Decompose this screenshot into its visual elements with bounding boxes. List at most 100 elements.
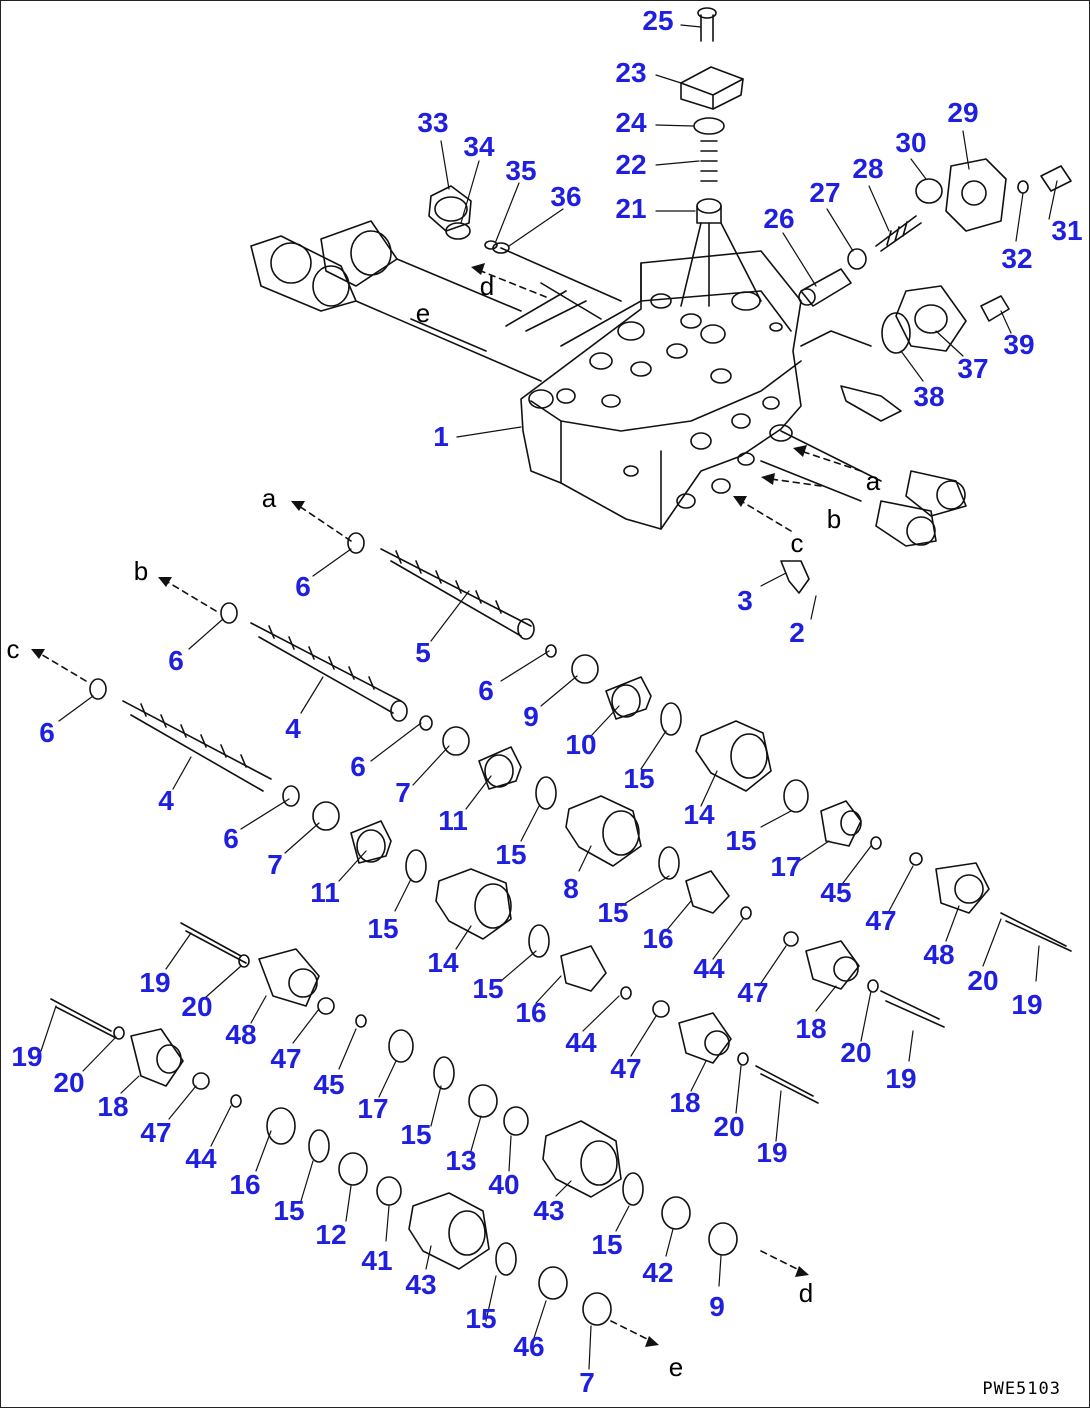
callout-13: 43 bbox=[405, 1269, 437, 1300]
right-mid-parts bbox=[658, 779, 1072, 1028]
callout-43: 42 bbox=[642, 1257, 674, 1288]
callout-48: 48 bbox=[225, 1019, 257, 1050]
callout-46: 40 bbox=[488, 1169, 520, 1200]
right-parts bbox=[760, 158, 1072, 594]
flow-letter-c: c bbox=[6, 634, 20, 664]
spool-row-c bbox=[89, 678, 512, 940]
centre-parts bbox=[528, 924, 819, 1104]
callout-19: 19 bbox=[1011, 989, 1043, 1020]
callout-6: 6 bbox=[478, 675, 494, 706]
drawing-code: PWE5103 bbox=[982, 1379, 1061, 1399]
callout-6: 6 bbox=[350, 751, 366, 782]
callout-20: 20 bbox=[181, 991, 213, 1022]
callout-47: 47 bbox=[737, 977, 769, 1008]
callout-11: 11 bbox=[310, 877, 340, 908]
callout-20: 20 bbox=[840, 1037, 872, 1068]
flow-letter-d: d bbox=[798, 1278, 814, 1308]
callout-10: 10 bbox=[565, 729, 597, 760]
callout-45: 45 bbox=[820, 877, 852, 908]
callout-13: 43 bbox=[533, 1195, 565, 1226]
callout-11: 11 bbox=[438, 805, 468, 836]
flow-arrows bbox=[38, 270, 862, 1342]
callout-19: 19 bbox=[885, 1063, 917, 1094]
callout-20: 20 bbox=[967, 965, 999, 996]
valve-body bbox=[520, 250, 802, 530]
callout-25: 25 bbox=[642, 5, 674, 36]
callout-7: 7 bbox=[395, 777, 411, 808]
callout-40: 12 bbox=[315, 1219, 347, 1250]
callout-47: 47 bbox=[865, 905, 897, 936]
callout-20: 20 bbox=[713, 1111, 745, 1142]
callout-12: 41 bbox=[361, 1245, 393, 1276]
callout-22: 22 bbox=[615, 149, 647, 180]
callout-6: 6 bbox=[168, 645, 184, 676]
flow-letter-b: b bbox=[826, 504, 842, 534]
callout-8: 8 bbox=[563, 873, 579, 904]
callout-6: 6 bbox=[295, 571, 311, 602]
callout-45: 45 bbox=[313, 1069, 345, 1100]
callout-31: 31 bbox=[1051, 215, 1083, 246]
callout-19: 19 bbox=[756, 1137, 788, 1168]
callout-16: 16 bbox=[229, 1169, 261, 1200]
callout-21: 21 bbox=[615, 193, 647, 224]
callout-6: 6 bbox=[39, 717, 55, 748]
callout-15: 15 bbox=[495, 839, 527, 870]
callout-17: 17 bbox=[770, 851, 802, 882]
callout-19: 19 bbox=[139, 967, 171, 998]
callout-4: 4 bbox=[158, 785, 174, 816]
spool-row-a bbox=[347, 532, 772, 792]
callout-34: 34 bbox=[463, 131, 495, 162]
callout-47: 47 bbox=[610, 1053, 642, 1084]
callout-14: 14 bbox=[427, 947, 459, 978]
callout-15: 15 bbox=[591, 1229, 623, 1260]
callout-18: 18 bbox=[669, 1087, 701, 1118]
callout-7: 7 bbox=[267, 849, 283, 880]
callout-28: 28 bbox=[852, 153, 884, 184]
callout-15: 15 bbox=[400, 1119, 432, 1150]
callout-20: 20 bbox=[53, 1067, 85, 1098]
callout-23: 23 bbox=[615, 57, 647, 88]
flow-letter-a: a bbox=[865, 466, 881, 496]
callout-18: 18 bbox=[97, 1091, 129, 1122]
flow-letter-a: a bbox=[261, 483, 277, 513]
callout-18: 18 bbox=[795, 1013, 827, 1044]
callout-15: 15 bbox=[367, 913, 399, 944]
callout-32: 32 bbox=[1001, 243, 1033, 274]
callout-16: 16 bbox=[515, 997, 547, 1028]
callout-38: 38 bbox=[913, 381, 945, 412]
callout-35: 35 bbox=[505, 155, 537, 186]
callout-9: 9 bbox=[523, 701, 539, 732]
top-stack bbox=[680, 7, 762, 307]
flow-letter-d: d bbox=[479, 271, 495, 301]
callout-37: 37 bbox=[957, 353, 989, 384]
leader-lines bbox=[40, 24, 1058, 1370]
callout-29: 29 bbox=[947, 97, 979, 128]
callout-33: 33 bbox=[417, 107, 449, 138]
flow-letter-b: b bbox=[133, 556, 149, 586]
callout-42: 46 bbox=[513, 1331, 545, 1362]
callout-41: 13 bbox=[445, 1145, 477, 1176]
spool-row-b bbox=[220, 602, 642, 867]
lower-left-parts bbox=[50, 922, 455, 1163]
callout-30: 30 bbox=[895, 127, 927, 158]
callout-15: 15 bbox=[472, 973, 504, 1004]
callout-15: 15 bbox=[725, 825, 757, 856]
callout-3: 3 bbox=[737, 585, 753, 616]
callout-44: 44 bbox=[185, 1143, 217, 1174]
callout-6: 6 bbox=[223, 823, 239, 854]
callout-15: 15 bbox=[273, 1195, 305, 1226]
flow-letter-c: c bbox=[790, 528, 804, 558]
callout-4: 4 bbox=[285, 713, 301, 744]
bottom-parts bbox=[338, 1084, 738, 1326]
callout-47: 47 bbox=[140, 1117, 172, 1148]
callout-27: 27 bbox=[809, 177, 841, 208]
callout-44: 44 bbox=[565, 1027, 597, 1058]
callout-7: 7 bbox=[579, 1367, 595, 1398]
arrow-heads bbox=[31, 263, 809, 1347]
callout-15: 15 bbox=[623, 763, 655, 794]
flow-letter-e: e bbox=[415, 298, 431, 328]
callout-1: 1 bbox=[433, 421, 449, 452]
callout-9: 9 bbox=[709, 1291, 725, 1322]
